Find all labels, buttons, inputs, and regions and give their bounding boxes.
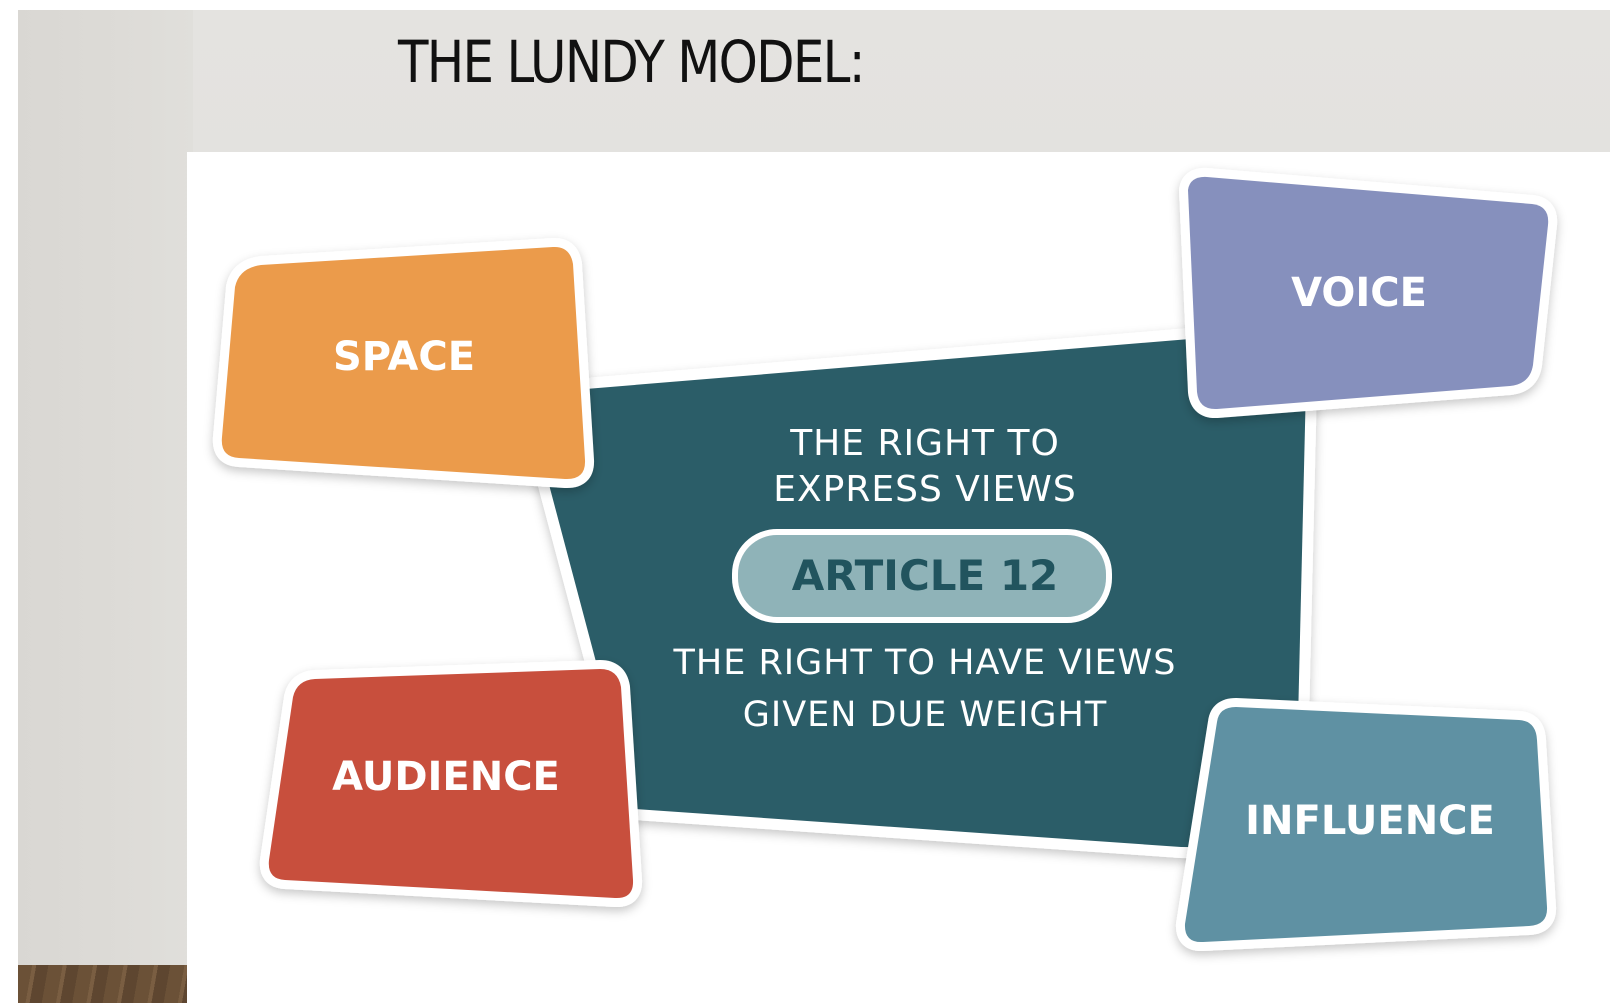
- space-card: SPACE: [212, 237, 595, 489]
- slide-left-margin: [18, 10, 193, 1003]
- audience-card-shape: [268, 669, 634, 899]
- center-line-3: THE RIGHT TO HAVE VIEWS: [673, 643, 1177, 683]
- space-card-shape: [221, 246, 586, 480]
- lundy-model-diagram: THE RIGHT TO EXPRESS VIEWS ARTICLE 12 TH…: [212, 167, 1558, 952]
- center-line-2: EXPRESS VIEWS: [773, 469, 1076, 510]
- influence-card: INFLUENCE: [1175, 698, 1557, 952]
- voice-card: VOICE: [1179, 167, 1558, 419]
- influence-card-shape: [1184, 707, 1548, 943]
- voice-card-shape: [1188, 176, 1549, 410]
- diagram-canvas: THE RIGHT TO EXPRESS VIEWS ARTICLE 12 TH…: [187, 152, 1610, 1003]
- article-12-label: ARTICLE 12: [792, 551, 1059, 600]
- voice-label: VOICE: [1291, 270, 1427, 316]
- center-panel: THE RIGHT TO EXPRESS VIEWS ARTICLE 12 TH…: [514, 327, 1318, 859]
- audience-label: AUDIENCE: [332, 754, 560, 800]
- floor-photo: [18, 965, 193, 1003]
- center-line-4: GIVEN DUE WEIGHT: [743, 695, 1107, 735]
- influence-label: INFLUENCE: [1245, 798, 1495, 844]
- space-label: SPACE: [333, 334, 475, 380]
- article-12-badge: [732, 529, 1112, 623]
- center-line-1: THE RIGHT TO: [789, 423, 1060, 464]
- slide-title: THE LUNDY MODEL:: [398, 28, 866, 96]
- audience-card: AUDIENCE: [259, 660, 643, 908]
